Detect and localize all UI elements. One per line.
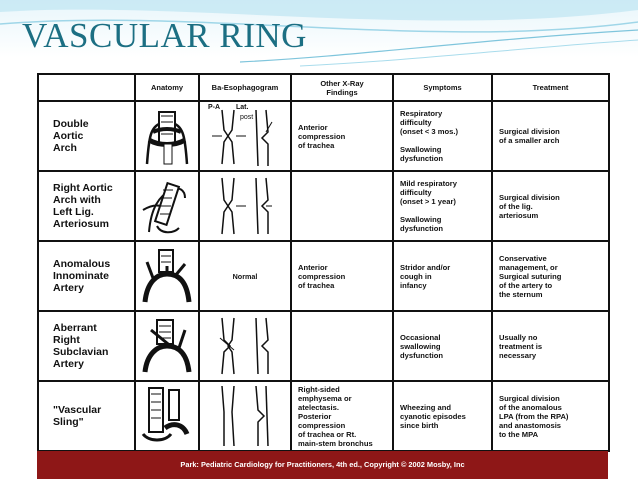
xray-findings [290, 310, 394, 382]
treatment: Surgical division of the anomalous LPA (… [491, 380, 610, 452]
esophagogram-oblique-indentation [219, 317, 269, 375]
condition-name: Right Aortic Arch with Left Lig. Arterio… [37, 170, 136, 242]
symptoms: Mild respiratory difficulty (onset > 1 y… [392, 170, 493, 242]
condition-name: Double Aortic Arch [37, 100, 136, 172]
anatomy-cell [134, 380, 200, 452]
anatomy-cell [134, 100, 200, 172]
esophagogram-double-indentation [212, 109, 273, 166]
treatment: Usually no treatment is necessary [491, 310, 610, 382]
symptoms: Respiratory difficulty (onset < 3 mos.) … [392, 100, 493, 172]
table-row: Right Aortic Arch with Left Lig. Arterio… [37, 170, 610, 242]
table-row: Aberrant Right Subclavian Artery [37, 310, 610, 382]
table-row: "Vascular Sling" [37, 380, 610, 452]
header-anatomy: Anatomy [134, 73, 200, 102]
header-xray: Other X-Ray Findings [290, 73, 394, 102]
double-aortic-arch-illustration [145, 111, 189, 165]
slide-title: VASCULAR RING [22, 16, 307, 55]
symptoms: Occasional swallowing dysfunction [392, 310, 493, 382]
xray-findings: Anterior compression of trachea [290, 100, 394, 172]
post-label: post [240, 114, 254, 121]
symptoms: Wheezing and cyanotic episodes since bir… [392, 380, 493, 452]
symptoms: Stridor and/or cough in infancy [392, 240, 493, 312]
header-esophagogram: Ba-Esophagogram [198, 73, 292, 102]
pa-label: P-A [208, 104, 221, 111]
condition-name: "Vascular Sling" [37, 380, 136, 452]
esophagogram-posterior-indentation [221, 177, 272, 235]
xray-findings: Anterior compression of trachea [290, 240, 394, 312]
esophagogram-normal: Normal [198, 240, 292, 312]
header-symptoms: Symptoms [392, 73, 493, 102]
esophagogram-cell [198, 170, 292, 242]
anatomy-cell [134, 310, 200, 382]
vascular-ring-table-figure: Anatomy Ba-Esophagogram Other X-Ray Find… [37, 73, 610, 452]
anatomy-cell [134, 240, 200, 312]
anatomy-cell [134, 170, 200, 242]
esophagogram-anterior-indentation [221, 385, 269, 447]
lat-label: Lat. [236, 104, 249, 111]
anomalous-innominate-illustration [142, 249, 192, 303]
table-row: Anomalous Innominate Artery Normal Anter… [37, 240, 610, 312]
esophagogram-cell [198, 310, 292, 382]
table-row: Double Aortic Arch P-A Lat. [37, 100, 610, 172]
xray-findings: Right-sided emphysema or atelectasis. Po… [290, 380, 394, 452]
vascular-sling-illustration [141, 387, 190, 442]
treatment: Surgical division of a smaller arch [491, 100, 610, 172]
condition-name: Aberrant Right Subclavian Artery [37, 310, 136, 382]
decorative-swoosh [0, 0, 638, 67]
vascular-ring-table: Anatomy Ba-Esophagogram Other X-Ray Find… [37, 73, 610, 452]
xray-findings [290, 170, 394, 242]
aberrant-subclavian-illustration [142, 319, 192, 373]
header-blank [37, 73, 136, 102]
header-treatment: Treatment [491, 73, 610, 102]
treatment: Surgical division of the lig. arteriosum [491, 170, 610, 242]
condition-name: Anomalous Innominate Artery [37, 240, 136, 312]
table-header-row: Anatomy Ba-Esophagogram Other X-Ray Find… [37, 73, 610, 102]
right-aortic-arch-illustration [142, 181, 186, 234]
esophagogram-cell: P-A Lat. post [198, 100, 292, 172]
esophagogram-cell [198, 380, 292, 452]
citation-footer: Park: Pediatric Cardiology for Practitio… [37, 451, 608, 479]
treatment: Conservative management, or Surgical sut… [491, 240, 610, 312]
